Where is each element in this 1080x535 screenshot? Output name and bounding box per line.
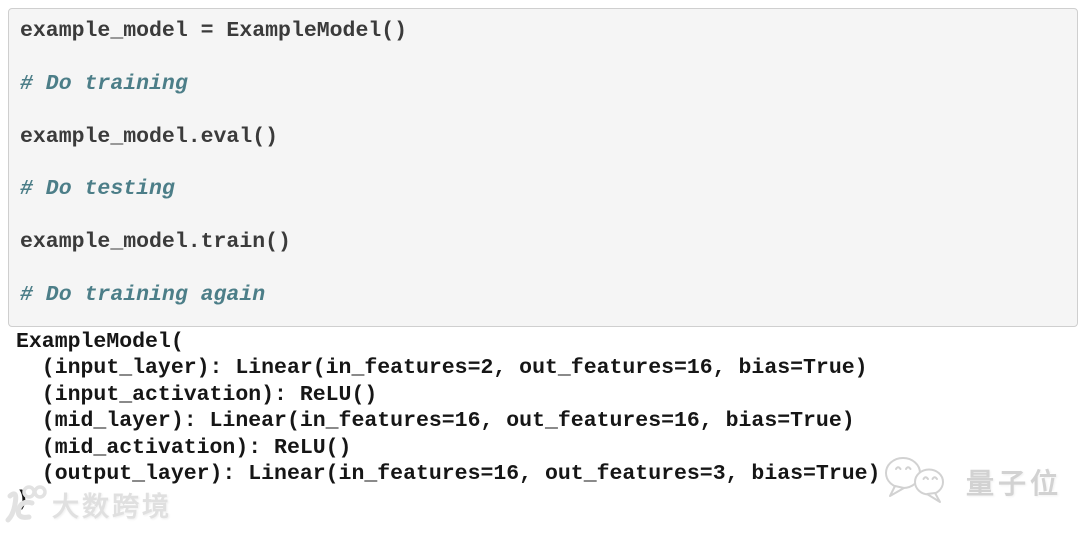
output-line: (input_activation): ReLU() (16, 382, 378, 407)
code-line-blank (20, 150, 1069, 176)
code-comment-line: # Do testing (20, 177, 175, 202)
code-comment-line: # Do training again (20, 282, 266, 307)
output-line: (mid_activation): ReLU() (16, 435, 352, 460)
code-line: example_model.train() (20, 230, 291, 255)
output-line: (input_layer): Linear(in_features=2, out… (16, 356, 868, 381)
code-line: example_model.eval() (20, 124, 279, 149)
code-line-blank (20, 44, 1069, 70)
output-line: (mid_layer): Linear(in_features=16, out_… (16, 409, 855, 434)
output-line: (output_layer): Linear(in_features=16, o… (16, 462, 881, 487)
cell-output: ExampleModel( (input_layer): Linear(in_f… (16, 329, 1080, 514)
code-line-blank (20, 203, 1069, 229)
code-line: example_model = ExampleModel() (20, 19, 408, 43)
code-comment-line: # Do training (20, 71, 188, 96)
code-cell[interactable]: example_model = ExampleModel() # Do trai… (8, 8, 1078, 327)
code-line-blank (20, 256, 1069, 282)
output-line: ExampleModel( (16, 330, 184, 354)
output-line: ) (16, 488, 29, 513)
code-line-blank (20, 97, 1069, 123)
